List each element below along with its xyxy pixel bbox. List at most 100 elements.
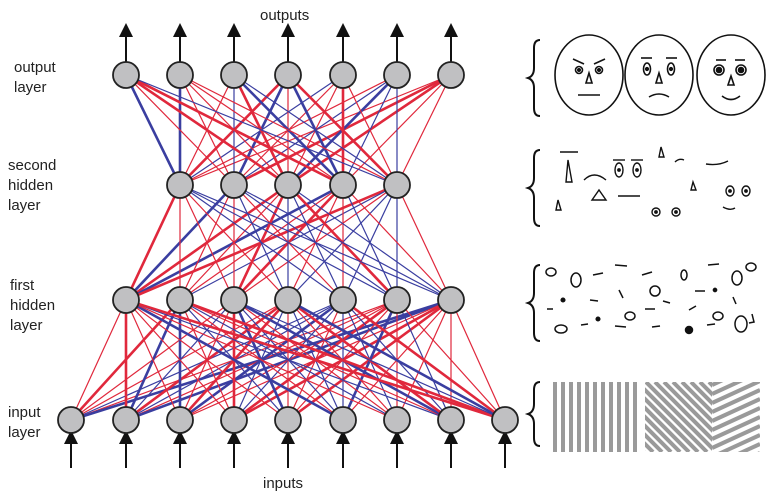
grating-stripe: [712, 406, 760, 432]
connection-line: [287, 298, 506, 422]
face-angry: [554, 34, 624, 116]
grating-stripe: [712, 327, 760, 349]
bracket-faces: [524, 39, 541, 117]
connection-line: [233, 184, 452, 301]
connection-line: [125, 299, 181, 421]
grating-stripe: [645, 382, 691, 452]
second-hidden-label-line2: hidden: [8, 177, 54, 194]
second-hidden-node: [274, 171, 302, 199]
first-hidden-node: [437, 286, 465, 314]
grating-stripe: [712, 382, 760, 396]
first-hidden-node: [383, 286, 411, 314]
first-hidden-node: [274, 286, 302, 314]
connection-line: [124, 74, 182, 186]
input-node: [437, 406, 465, 434]
grating-stripe: [553, 382, 557, 452]
bracket-gratings: [524, 381, 541, 447]
grating-oblique: [712, 327, 760, 493]
faces-panel: [554, 34, 766, 116]
connection-line: [396, 299, 506, 421]
input-node: [112, 406, 140, 434]
second-hidden-label-line1: second: [8, 157, 57, 174]
connection-line: [70, 299, 127, 421]
panel-brackets: [524, 39, 541, 447]
grating-stripe: [653, 382, 712, 452]
inputs-label: inputs: [263, 475, 304, 492]
connection-line: [125, 299, 452, 421]
output-node: [220, 61, 248, 89]
second-hidden-node: [329, 171, 357, 199]
connection-line: [342, 74, 398, 186]
grating-stripe: [577, 382, 581, 452]
output-node: [166, 61, 194, 89]
input-node: [220, 406, 248, 434]
connection-line: [179, 184, 398, 301]
grating-stripe: [561, 382, 565, 452]
grating-stripe: [645, 382, 682, 452]
connection-line: [125, 298, 344, 422]
first-hidden-node: [329, 286, 357, 314]
input-node: [329, 406, 357, 434]
first-hidden-node: [166, 286, 194, 314]
grating-stripe: [712, 345, 760, 367]
connection-line: [125, 298, 506, 422]
grating-stripe: [645, 382, 700, 452]
connection-line: [396, 74, 452, 186]
outputs-label: outputs: [260, 7, 310, 24]
face-smiling: [696, 34, 766, 116]
grating-stripe: [763, 382, 770, 452]
grating-stripe: [645, 382, 712, 452]
grating-stripe: [712, 471, 760, 493]
grating-stripe: [712, 382, 760, 405]
connection-line: [342, 298, 506, 422]
second-hidden-node: [166, 171, 194, 199]
output-node: [112, 61, 140, 89]
face-parts-panel: [555, 146, 751, 217]
grating-stripe: [569, 382, 573, 452]
grating-stripe: [633, 382, 637, 452]
input-node: [57, 406, 85, 434]
connection-line: [179, 74, 398, 186]
first-hidden-label-line3: layer: [10, 317, 43, 334]
connection-line: [125, 74, 235, 186]
grating-stripe: [698, 382, 712, 452]
connection-line: [233, 74, 398, 186]
connection-line: [125, 299, 235, 421]
second-hidden-node: [383, 171, 411, 199]
output-layer-label-line1: output: [14, 59, 56, 76]
grating-stripe: [712, 451, 760, 452]
grating-stripe: [712, 442, 760, 452]
grating-stripe: [712, 433, 760, 452]
input-node: [491, 406, 519, 434]
io-arrows: [64, 23, 512, 468]
connection-line: [287, 184, 452, 301]
grating-stripe: [645, 382, 664, 452]
first-hidden-layer-label: first hidden layer: [10, 276, 55, 336]
connection-line: [125, 73, 289, 187]
output-layer-label-line2: layer: [14, 79, 47, 96]
connection-line: [342, 184, 452, 301]
bracket-face-parts: [524, 149, 541, 227]
connection-line: [124, 184, 182, 301]
grating-stripe: [712, 382, 760, 387]
connection-line: [125, 299, 289, 421]
grating-stripe: [712, 336, 760, 358]
input-node: [383, 406, 411, 434]
connection-line: [450, 299, 506, 421]
grating-stripe: [601, 382, 605, 452]
grating-stripe: [593, 382, 597, 452]
input-layer-label: input layer: [8, 403, 41, 443]
first-hidden-node: [220, 286, 248, 314]
face-surprised: [624, 34, 694, 116]
grating-stripe: [712, 354, 760, 376]
grating-stripe: [609, 382, 613, 452]
output-node: [274, 61, 302, 89]
grating-stripe: [712, 397, 760, 423]
grating-stripe: [565, 382, 635, 452]
connection-line: [179, 184, 235, 301]
second-hidden-node: [220, 171, 248, 199]
input-layer-label-line1: input: [8, 404, 41, 421]
grating-stripe: [625, 382, 629, 452]
connection-line: [179, 184, 344, 301]
